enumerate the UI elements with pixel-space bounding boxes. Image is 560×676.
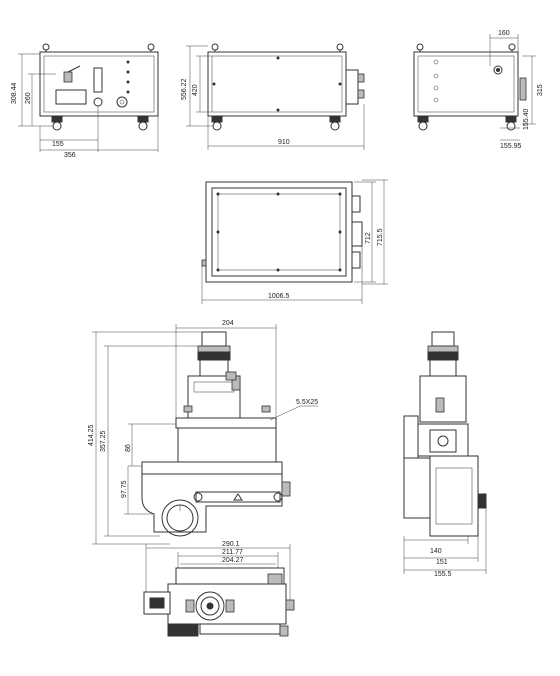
dim-head-height-b: 357.25 (100, 430, 107, 452)
dim-side-width: 910 (278, 139, 290, 146)
dim-top-depth-a: 712 (365, 232, 372, 244)
dim-head-height-c: 86 (125, 444, 132, 452)
dim-rside-width-b: 151 (436, 559, 448, 566)
dim-right-bottom-a: 155.40 (523, 108, 530, 130)
dim-rside-width-a: 140 (430, 548, 442, 555)
view-side-cabinet: 556.22 420 910 (181, 43, 365, 150)
dim-top-depth-b: 715.5 (377, 228, 384, 246)
dim-front-height-total: 308.44 (11, 82, 18, 104)
dim-right-top-width: 160 (498, 30, 510, 37)
dim-head-top-width: 204 (222, 320, 234, 327)
triangle-marker-icon (233, 493, 243, 501)
view-head-front: 204 414.25 357.25 5.5X25 86 97.75 (88, 320, 318, 545)
dim-front-width-inner: 155 (52, 141, 64, 148)
dim-right-bottom-b: 155.95 (500, 143, 522, 150)
dim-head-height-d: 97.75 (121, 480, 128, 498)
dim-front-height-inner: 260 (25, 92, 32, 104)
circle-port-icon (161, 499, 199, 537)
view-front-cabinet: 308.44 260 155 356 (11, 43, 159, 159)
dim-top-width: 1006.5 (268, 293, 290, 300)
dim-right-height: 315 (537, 84, 544, 96)
dim-rside-width-c: 155.5 (434, 571, 452, 578)
view-head-side: 140 151 155.5 (403, 331, 487, 578)
dim-bottom-width-a: 290.1 (222, 541, 240, 548)
view-top-panel: 712 715.5 1006.5 (201, 179, 388, 304)
dim-side-height-total: 556.22 (181, 78, 188, 100)
view-right-cabinet: 160 315 155.40 155.95 (413, 30, 544, 150)
dim-head-height-total: 414.25 (88, 424, 95, 446)
dim-head-slot-label: 5.5X25 (296, 399, 318, 406)
dim-bottom-width-b: 211.77 (222, 549, 243, 556)
dim-side-height-inner: 420 (192, 84, 199, 96)
dim-bottom-width-c: 204.27 (222, 557, 244, 564)
dim-front-width-total: 356 (64, 152, 76, 159)
view-head-bottom: 290.1 211.77 204.27 (143, 541, 295, 637)
